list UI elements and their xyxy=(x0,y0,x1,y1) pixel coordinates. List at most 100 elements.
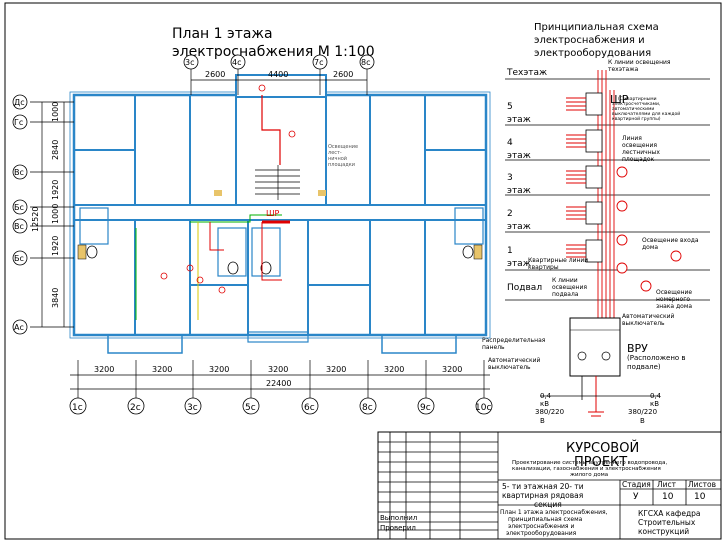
top-axis-label: 3с xyxy=(185,58,195,67)
input-left-volt-unit: В xyxy=(540,417,545,425)
top-axis-label: 4с xyxy=(232,58,242,67)
sheet-frame xyxy=(4,2,722,540)
input-right-kv-unit: кВ xyxy=(650,400,659,408)
bottom-dim: 3200 xyxy=(152,365,172,374)
bottom-axis-label: 9с xyxy=(420,403,431,413)
bottom-dim: 3200 xyxy=(209,365,229,374)
top-axis-label: 7с xyxy=(314,58,324,67)
top-axes: 3с 4с 7с 8с 2600 4400 2600 xyxy=(183,54,375,95)
plan-shr-label: ШР xyxy=(266,209,280,218)
left-axis-label: Бс xyxy=(14,203,24,212)
schematic: Принципиальная схема электроснабжения и … xyxy=(482,22,710,425)
col-sheets: Листов xyxy=(688,480,716,489)
left-dim: 1920 xyxy=(51,236,60,256)
col-sheet: Лист xyxy=(657,480,677,489)
left-axis-label: Бс xyxy=(14,254,24,263)
plan-wiring xyxy=(135,84,296,320)
project-name-1: КУРСОВОЙ xyxy=(566,440,639,456)
left-axis-label: Вс xyxy=(14,168,24,177)
top-dim: 2600 xyxy=(333,70,353,79)
balcony xyxy=(107,334,183,354)
left-axis-label: Дс xyxy=(14,98,25,107)
bottom-axis-label: 1с xyxy=(72,403,83,413)
bottom-axes: 1с 2с 3с 5с 6с 8с 9с 10с 3200 3200 3200 … xyxy=(69,360,493,415)
plan-title-2: электроснабжения М 1:100 xyxy=(172,44,375,60)
left-dim: 1000 xyxy=(51,102,60,122)
left-dim: 1000 xyxy=(51,204,60,224)
left-dim: 1920 xyxy=(51,180,60,200)
val-sheet: 10 xyxy=(662,492,674,502)
bottom-dim: 3200 xyxy=(384,365,404,374)
left-axis-label: Ас xyxy=(14,323,24,332)
bottom-dim: 3200 xyxy=(442,365,462,374)
title-block: КУРСОВОЙ ПРОЕКТ Проектирование системы в… xyxy=(377,431,722,540)
input-right-volt-unit: В xyxy=(640,417,645,425)
input-left-kv-unit: кВ xyxy=(540,400,549,408)
plan-title-1: План 1 этажа xyxy=(172,26,273,42)
col-stage: Стадия xyxy=(622,480,651,489)
bottom-axis-label: 3с xyxy=(187,403,198,413)
bottom-dim: 3200 xyxy=(268,365,288,374)
floor-label-tech: Техэтаж xyxy=(506,68,547,78)
left-axis-label: Вс xyxy=(14,222,24,231)
left-axes: Дс Гс Вс Бс Вс Бс Ас 1000 2840 1920 1000… xyxy=(12,94,74,335)
top-dim: 4400 xyxy=(268,70,288,79)
bottom-axis-label: 2с xyxy=(130,403,141,413)
bottom-total-dim: 22400 xyxy=(266,379,291,388)
left-dim: 3840 xyxy=(51,288,60,308)
left-total-dim: 12520 xyxy=(31,207,40,232)
val-stage: У xyxy=(633,492,639,502)
project-name-2: ПРОЕКТ xyxy=(574,455,627,470)
top-dim: 2600 xyxy=(205,70,225,79)
vru-label: ВРУ xyxy=(627,342,648,355)
left-dim: 2840 xyxy=(51,140,60,160)
balcony xyxy=(247,331,309,343)
schema-title-3: электрооборудования xyxy=(534,48,651,59)
floor-plan xyxy=(69,74,491,354)
balcony xyxy=(381,334,457,354)
role-checked: Проверил xyxy=(380,524,416,532)
project-description: Проектирование системы внутреннего водоп… xyxy=(512,460,667,478)
bottom-axis-label: 10с xyxy=(475,403,491,413)
bottom-axis-label: 8с xyxy=(362,403,373,413)
input-right-volt: 380/220 xyxy=(628,408,657,416)
val-sheets: 10 xyxy=(694,492,706,502)
input-right-kv: 0,4 xyxy=(650,392,662,400)
schema-title-1: Принципиальная схема xyxy=(534,22,659,33)
input-left-volt: 380/220 xyxy=(535,408,564,416)
bottom-dim: 3200 xyxy=(326,365,346,374)
schema-title-2: электроснабжения и xyxy=(534,35,645,46)
schema-shr-label: ШР xyxy=(610,93,629,106)
sheet-desc: План 1 этажа электроснабжения,принципиал… xyxy=(500,509,608,537)
bottom-axis-label: 6с xyxy=(304,403,315,413)
left-axis-label: Гс xyxy=(14,118,23,127)
bottom-dim: 3200 xyxy=(94,365,114,374)
top-axis-label: 8с xyxy=(361,58,371,67)
role-done: Выполнил xyxy=(380,514,417,522)
stair-projection xyxy=(235,74,327,98)
bottom-axis-label: 5с xyxy=(245,403,256,413)
input-left-kv: 0,4 xyxy=(540,392,552,400)
vru-panel xyxy=(569,317,621,377)
floor-label-basement: Подвал xyxy=(507,283,542,293)
